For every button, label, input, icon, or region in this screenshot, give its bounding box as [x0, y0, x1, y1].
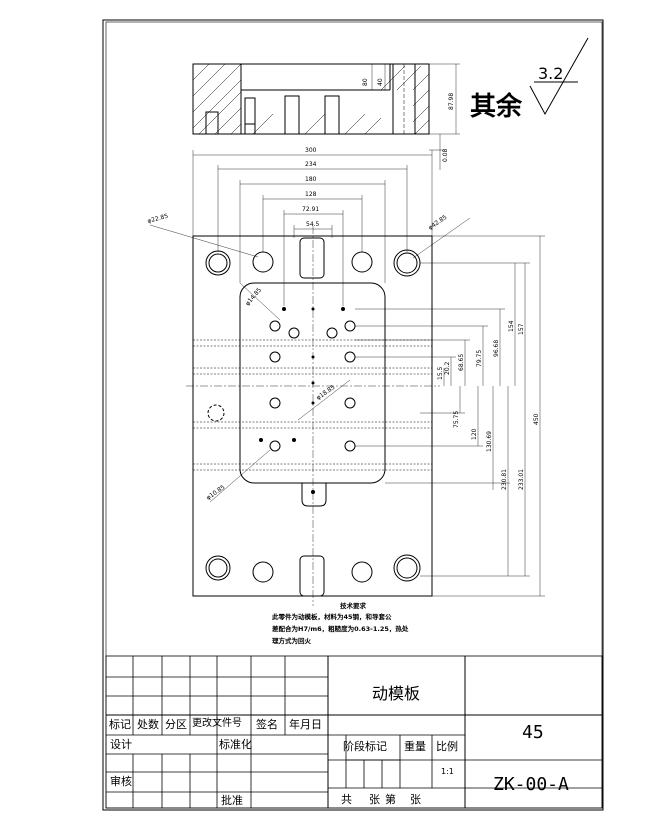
- side-dim-0-08: 0.08: [442, 148, 449, 162]
- dim-234: 234: [305, 161, 317, 168]
- drawing-number: ZK-00-A: [493, 774, 569, 795]
- label-standardize: 标准化: [219, 738, 252, 751]
- side-dim-80: 80: [362, 78, 369, 86]
- dim-230-81: 230.81: [501, 469, 508, 490]
- hole-note-5: φ10.85: [205, 484, 226, 502]
- label-sheet: 张: [410, 793, 421, 806]
- border: [105, 21, 603, 809]
- hole-leaders: [149, 217, 471, 503]
- label-change-doc: 更改文件号: [192, 718, 242, 729]
- cooling-channels: [193, 339, 432, 471]
- label-ratio: 比例: [436, 740, 458, 753]
- label-mark: 标记: [109, 718, 131, 731]
- dim-157: 157: [518, 323, 525, 335]
- dim-233-01: 233.01: [518, 469, 525, 490]
- dim-20-2: 20.2: [444, 361, 451, 375]
- label-stage-mark: 阶段标记: [343, 740, 387, 753]
- surface-finish-value: 3.2: [538, 64, 564, 83]
- label-weight: 重量: [404, 740, 426, 753]
- label-count: 处数: [137, 718, 159, 731]
- label-sheets: 张: [369, 793, 380, 806]
- dim-15-5: 15.5: [437, 366, 444, 380]
- scale-value: 1:1: [441, 767, 454, 776]
- dim-79-75: 79.75: [476, 350, 483, 367]
- dim-120: 120: [471, 428, 478, 440]
- dim-68-65: 68.65: [458, 354, 465, 371]
- dim-72-91: 72.91: [302, 206, 319, 213]
- plan-view: [192, 235, 433, 597]
- dim-54-5: 54.5: [306, 221, 320, 228]
- dim-450: 450: [533, 413, 540, 425]
- dim-180: 180: [305, 176, 317, 183]
- dim-128: 128: [305, 191, 317, 198]
- tech-requirement-line-1: 此零件为动模板，材料为45钢，和导套公: [272, 613, 392, 621]
- label-zone: 分区: [165, 718, 187, 731]
- label-signature: 签名: [256, 718, 278, 731]
- side-dim-40: 40: [377, 78, 384, 86]
- side-view-dims: [371, 63, 460, 170]
- outer-frame: [102, 19, 604, 811]
- label-approve: 批准: [221, 794, 243, 807]
- surface-finish-symbol: [529, 37, 589, 116]
- hole-note-2: φ42.85: [427, 214, 448, 232]
- label-review: 审核: [110, 775, 132, 788]
- dim-75-75: 75.75: [453, 411, 460, 428]
- tech-requirement-line-3: 理方式为回火: [272, 637, 311, 645]
- label-sheet-no: 第: [385, 793, 396, 806]
- dim-96-68: 96.68: [493, 340, 500, 357]
- dim-130-69: 130.69: [486, 431, 493, 452]
- pin-points: [259, 307, 345, 494]
- surface-finish-prefix: 其余: [470, 92, 523, 122]
- label-date: 年月日: [289, 718, 322, 731]
- side-view: [192, 63, 430, 135]
- hole-note-1: φ22.85: [147, 213, 169, 225]
- label-total: 共: [341, 793, 352, 806]
- title-block-grid: [105, 655, 603, 809]
- label-design: 设计: [110, 738, 132, 751]
- tech-requirements-title: 技术要求: [340, 602, 366, 610]
- vertical-dims: [355, 235, 545, 597]
- tech-requirement-line-2: 差配合为H7/m6，粗糙度为0.63-1.25，热处: [272, 625, 409, 633]
- dim-300: 300: [305, 147, 317, 154]
- side-dim-87-98: 87.98: [448, 93, 455, 110]
- dim-154: 154: [508, 320, 515, 332]
- horizontal-dims: [192, 150, 433, 306]
- centerlines: [186, 226, 440, 606]
- part-name: 动模板: [372, 684, 421, 703]
- material-code: 45: [522, 722, 544, 743]
